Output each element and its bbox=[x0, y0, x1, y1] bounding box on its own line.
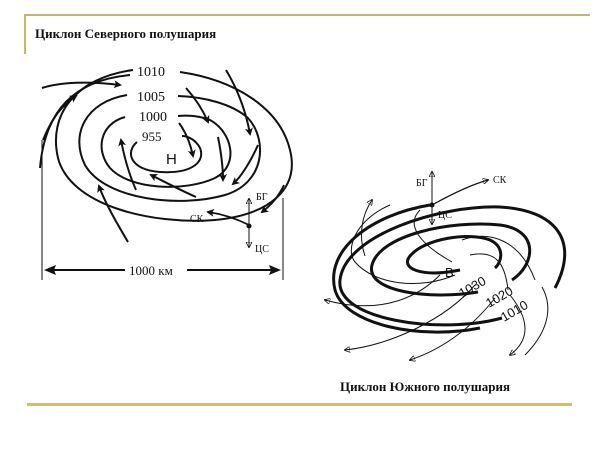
isobar-label-1005: 1005 bbox=[137, 90, 165, 105]
isobar-label-1000: 1000 bbox=[139, 110, 167, 125]
southern-label-cs: ЦС bbox=[438, 210, 452, 221]
low-pressure-center-label: Н bbox=[166, 151, 177, 168]
southern-label-sk: СК bbox=[493, 175, 507, 186]
southern-title: Циклон Южного полушария bbox=[340, 379, 511, 394]
northern-label-cs: ЦС bbox=[255, 244, 269, 255]
isobar-1010 bbox=[54, 69, 293, 222]
top-accent-rule bbox=[24, 14, 590, 16]
northern-title: Циклон Северного полушария bbox=[35, 26, 217, 41]
isobar-1020 bbox=[370, 222, 532, 297]
scale-label: 1000 км bbox=[129, 263, 173, 278]
northern-cyclone bbox=[39, 69, 293, 280]
northern-label-bg: БГ bbox=[256, 192, 268, 203]
bottom-accent-rule bbox=[27, 403, 572, 406]
left-accent-rule bbox=[24, 14, 26, 54]
northern-label-sk: СК bbox=[190, 214, 204, 225]
isobar-1030 bbox=[406, 235, 503, 275]
southern-label-bg: БГ bbox=[416, 178, 428, 189]
isobar-1010 bbox=[338, 205, 567, 327]
southern-cyclone bbox=[325, 172, 567, 360]
isobar-label-955: 955 bbox=[142, 129, 162, 144]
isobar-label-1010: 1010 bbox=[137, 65, 165, 80]
high-pressure-center-label: В bbox=[445, 265, 454, 280]
isobar-1005 bbox=[78, 94, 262, 202]
isobar-955 bbox=[129, 135, 203, 174]
